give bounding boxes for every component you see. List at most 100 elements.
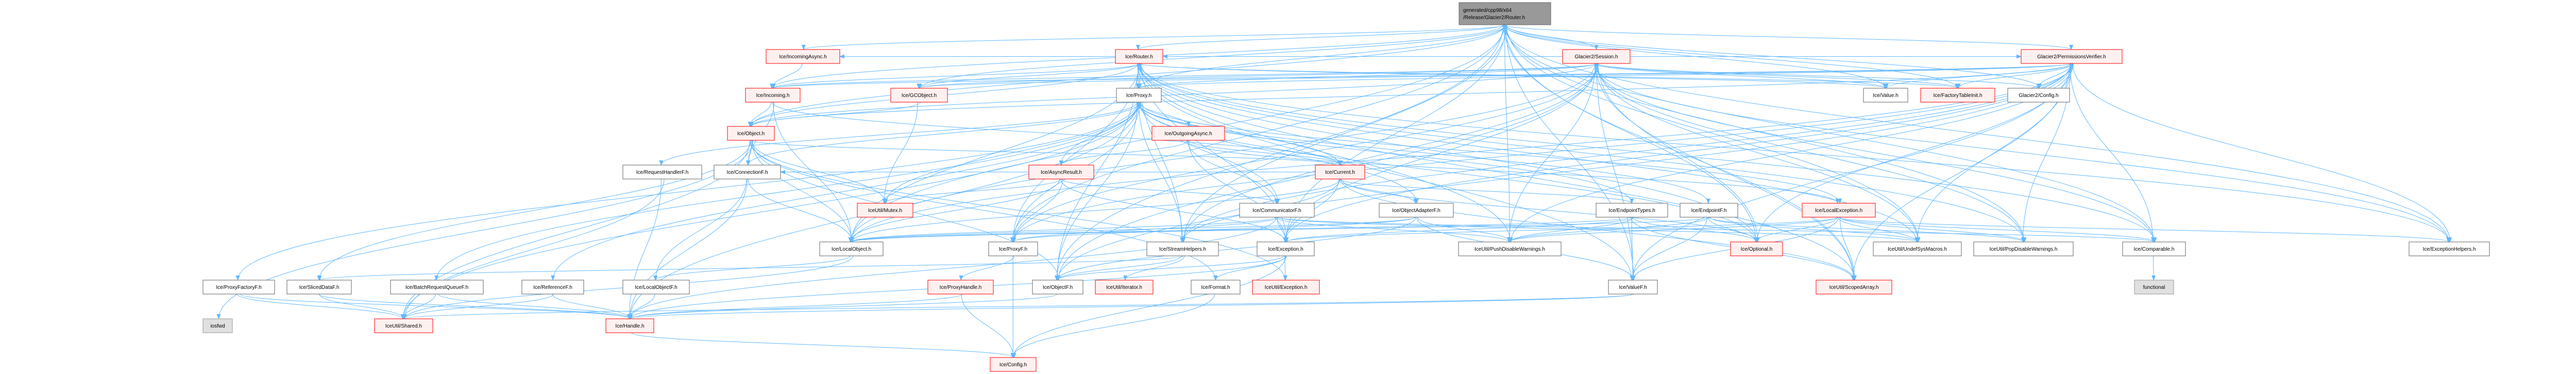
edge-endpointtypes-to-valuef	[1631, 217, 1635, 281]
node-proxy[interactable]: Ice/Proxy.h	[1116, 88, 1162, 103]
node-label: Ice/Comparable.h	[2134, 247, 2175, 252]
node-functional[interactable]: functional	[2134, 280, 2174, 295]
node-box	[988, 241, 1038, 256]
node-scopedarray[interactable]: IceUtil/ScopedArray.h	[1816, 280, 1892, 295]
node-factorytableinit[interactable]: Ice/FactoryTableInit.h	[1920, 88, 1995, 103]
node-undefsys[interactable]: IceUtil/UndefSysMacros.h	[1873, 241, 1962, 256]
node-handle[interactable]: Ice/Handle.h	[605, 318, 654, 333]
node-exception[interactable]: Ice/Exception.h	[1257, 241, 1315, 256]
node-outgoingasync[interactable]: Ice/OutgoingAsync.h	[1151, 126, 1225, 141]
node-endpointtypes[interactable]: Ice/EndpointTypes.h	[1596, 203, 1668, 218]
node-label: Ice/ConnectionF.h	[726, 170, 768, 175]
node-box	[622, 165, 702, 180]
node-box	[1028, 165, 1094, 180]
edge-objectadapterf-to-localobject	[849, 217, 1416, 242]
node-objectadapterf[interactable]: Ice/ObjectAdapterF.h	[1379, 203, 1454, 218]
edge-asyncresult-to-localobject	[848, 178, 1060, 242]
node-endpointf[interactable]: Ice/EndpointF.h	[1680, 203, 1738, 218]
node-value[interactable]: Ice/Value.h	[1863, 88, 1908, 103]
node-label: generated/cpp98/x64	[1463, 8, 1512, 13]
node-label: Ice/StreamHelpers.h	[1159, 247, 1206, 252]
edge-localexception-to-undefsys	[1838, 217, 1919, 242]
edge-session-to-scopedarray	[1595, 63, 1856, 281]
node-label: Ice/OutgoingAsync.h	[1164, 131, 1212, 137]
node-current[interactable]: Ice/Current.h	[1315, 165, 1365, 180]
edge-session-to-object	[749, 63, 1597, 127]
edge-proxyfactoryf-to-handle	[240, 294, 633, 319]
node-permver[interactable]: Glacier2/PermissionsVerifier.h	[2021, 49, 2123, 64]
node-label: Ice/ExceptionHelpers.h	[2423, 247, 2476, 252]
edge-ice_router-to-exceptionhelpers	[1139, 63, 2451, 242]
node-localexception[interactable]: Ice/LocalException.h	[1802, 203, 1876, 218]
node-root[interactable]: generated/cpp98/x64/Release/Glacier2/Rou…	[1459, 2, 1551, 25]
edge-permver-to-proxyf	[1011, 63, 2073, 242]
node-config[interactable]: Ice/Config.h	[990, 357, 1037, 372]
node-iterator[interactable]: IceUtil/Iterator.h	[1095, 280, 1154, 295]
node-streamhelpers[interactable]: Ice/StreamHelpers.h	[1146, 241, 1219, 256]
node-label: /Release/Glacier2/Router.h	[1463, 15, 1525, 21]
edge-root-to-ice_router	[1136, 24, 1503, 50]
edge-object-to-current	[751, 140, 1343, 166]
node-popdisable[interactable]: IceUtil/PopDisableWarnings.h	[1973, 241, 2074, 256]
node-localobjectf[interactable]: Ice/LocalObjectF.h	[622, 280, 690, 295]
node-proxyfactoryf[interactable]: Ice/ProxyFactoryF.h	[202, 280, 275, 295]
node-pushdisable[interactable]: IceUtil/PushDisableWarnings.h	[1458, 241, 1562, 256]
node-comparable[interactable]: Ice/Comparable.h	[2122, 241, 2186, 256]
node-connectionf[interactable]: Ice/ConnectionF.h	[714, 165, 781, 180]
edge-asyncresult-to-exception	[1060, 178, 1287, 242]
node-box	[727, 126, 775, 141]
edge-root-to-pushdisable	[1504, 24, 1512, 242]
edge-objectf-to-handle	[628, 294, 1058, 319]
node-requesthandlerf[interactable]: Ice/RequestHandlerF.h	[622, 165, 702, 180]
edge-proxy-to-shared	[401, 102, 1139, 319]
node-label: Ice/Current.h	[1325, 170, 1355, 175]
node-slicedataf[interactable]: Ice/SlicedDataF.h	[286, 280, 352, 295]
node-box	[605, 318, 654, 333]
edge-root-to-popdisable	[1505, 24, 2026, 242]
edge-referencef-to-shared	[402, 294, 554, 319]
node-gcobject[interactable]: Ice/GCObject.h	[890, 88, 948, 103]
node-proxyf[interactable]: Ice/ProxyF.h	[988, 241, 1038, 256]
node-communicatorf[interactable]: Ice/CommunicatorF.h	[1239, 203, 1315, 218]
node-incoming[interactable]: Ice/Incoming.h	[745, 88, 801, 103]
node-objectf[interactable]: Ice/ObjectF.h	[1032, 280, 1083, 295]
node-label: IceUtil/PopDisableWarnings.h	[1990, 247, 2058, 252]
node-shared[interactable]: IceUtil/Shared.h	[374, 318, 433, 333]
edge-session-to-localobject	[849, 63, 1596, 242]
edge-outgoingasync-to-current	[1189, 140, 1343, 166]
node-incomingasync[interactable]: Ice/IncomingAsync.h	[766, 49, 840, 64]
edge-connectionf-to-localobject	[748, 178, 854, 242]
node-g2config[interactable]: Glacier2/Config.h	[2007, 88, 2070, 103]
edge-slicedataf-to-handle	[318, 294, 632, 319]
node-box	[1315, 165, 1365, 180]
edge-proxy-to-outgoingasync	[1139, 102, 1191, 127]
edge-proxyhandle-to-config	[961, 294, 1016, 358]
node-iceutil-exception[interactable]: IceUtil/Exception.h	[1252, 280, 1320, 295]
node-label: Ice/FactoryTableInit.h	[1933, 93, 1982, 99]
node-localobject[interactable]: Ice/LocalObject.h	[819, 241, 884, 256]
node-box	[1680, 203, 1738, 218]
node-proxyhandle[interactable]: Ice/ProxyHandle.h	[927, 280, 994, 295]
node-format[interactable]: Ice/Format.h	[1191, 280, 1241, 295]
node-mutex[interactable]: IceUtil/Mutex.h	[857, 203, 913, 218]
edge-endpointf-to-localobject	[850, 217, 1710, 242]
node-label: Ice/EndpointF.h	[1691, 208, 1727, 214]
edge-valuef-to-handle	[629, 294, 1634, 319]
node-session[interactable]: Glacier2/Session.h	[1562, 49, 1631, 64]
node-label: IceUtil/UndefSysMacros.h	[1888, 247, 1947, 252]
edge-root-to-undefsys	[1506, 24, 1921, 242]
node-object[interactable]: Ice/Object.h	[727, 126, 775, 141]
node-exceptionhelpers[interactable]: Ice/ExceptionHelpers.h	[2409, 241, 2490, 256]
edge-communicatorf-to-proxyf	[1011, 217, 1279, 242]
node-asyncresult[interactable]: Ice/AsyncResult.h	[1028, 165, 1094, 180]
node-label: Ice/ProxyF.h	[999, 247, 1027, 252]
node-optional[interactable]: Ice/Optional.h	[1730, 241, 1783, 256]
node-iosfwd[interactable]: iosfwd	[202, 318, 233, 333]
node-ice-router[interactable]: Ice/Router.h	[1115, 49, 1163, 64]
node-referencef[interactable]: Ice/ReferenceF.h	[521, 280, 584, 295]
edge-requesthandlerf-to-handle	[627, 178, 662, 319]
node-valuef[interactable]: Ice/ValueF.h	[1608, 280, 1658, 295]
edge-valuef-to-shared	[402, 294, 1633, 319]
node-batchrequestqueuef[interactable]: Ice/BatchRequestQueueF.h	[390, 280, 484, 295]
node-box	[2122, 241, 2186, 256]
